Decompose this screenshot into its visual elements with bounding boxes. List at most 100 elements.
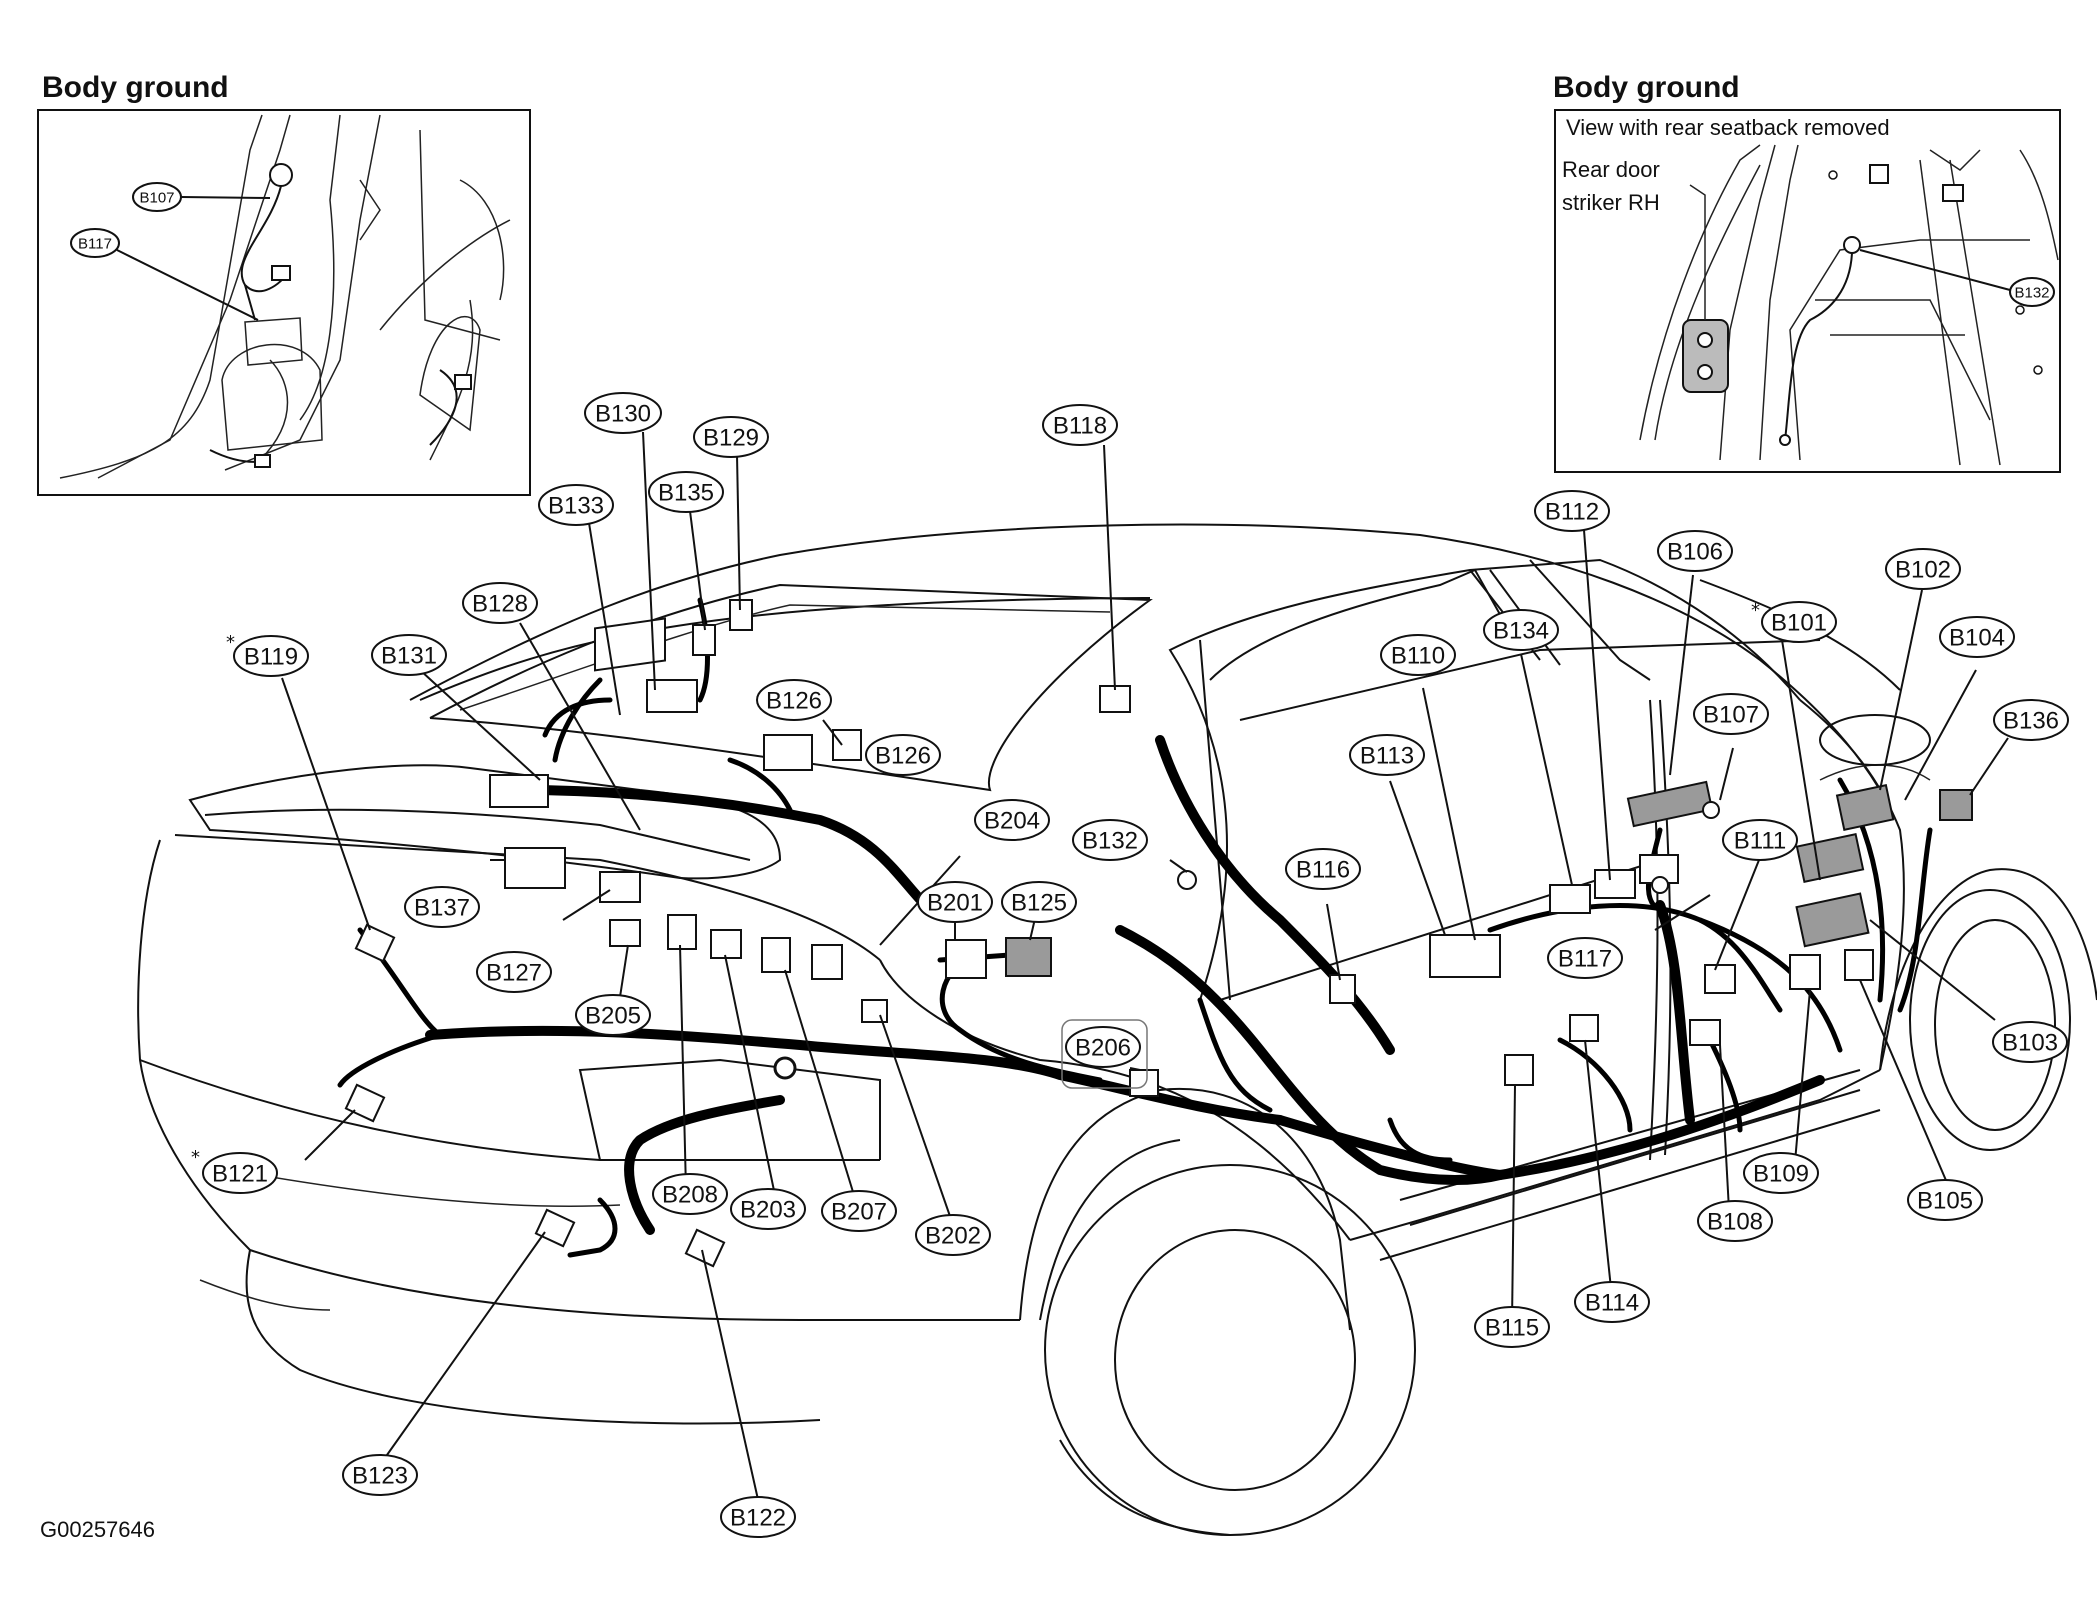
tag-b127: B127 (476, 951, 552, 993)
tag-b122: B122 (720, 1496, 796, 1538)
tag-b126: B126 (865, 734, 941, 776)
inset-right-illustration (1639, 144, 2059, 466)
wiring-harness (337, 597, 1933, 1258)
svg-text:B110: B110 (1391, 643, 1445, 670)
tag-b126-top: B126 (756, 679, 832, 721)
svg-text:B131: B131 (381, 643, 437, 670)
tag-b108: B108 (1697, 1200, 1773, 1242)
tag-b116: B116 (1285, 848, 1361, 890)
svg-text:B122: B122 (730, 1505, 786, 1532)
svg-text:B134: B134 (1493, 618, 1549, 645)
svg-text:B114: B114 (1585, 1290, 1639, 1317)
svg-text:B113: B113 (1360, 743, 1414, 770)
svg-text:B136: B136 (2003, 708, 2059, 735)
svg-text:B105: B105 (1917, 1188, 1973, 1215)
tag-b204: B204 (974, 799, 1050, 841)
tag-b121: B121 (202, 1152, 278, 1194)
svg-text:B132: B132 (1082, 828, 1138, 855)
inset-left-title: Body ground (42, 71, 229, 104)
svg-text:B111: B111 (1734, 828, 1787, 855)
tag-b134: B134 (1483, 609, 1559, 651)
tag-b118: B118 (1042, 404, 1118, 446)
tag-b203: B203 (730, 1188, 806, 1230)
svg-text:B128: B128 (472, 591, 528, 618)
inset-label-b107: B107 (139, 190, 174, 207)
tag-b114: B114 (1574, 1281, 1650, 1323)
inset-label-b132: B132 (2014, 285, 2049, 302)
tag-b208: B208 (652, 1173, 728, 1215)
svg-text:B119: B119 (244, 644, 298, 671)
tag-b206: B206 (1061, 1019, 1148, 1089)
tag-b129: B129 (693, 416, 769, 458)
tag-b105: B105 (1907, 1179, 1983, 1221)
tag-b132: B132 (1072, 819, 1148, 861)
tag-b202: B202 (915, 1214, 991, 1256)
tag-b123: B123 (342, 1454, 418, 1496)
svg-text:B107: B107 (1703, 702, 1759, 729)
svg-text:B201: B201 (927, 890, 983, 917)
svg-text:B103: B103 (2002, 1030, 2058, 1057)
svg-text:B118: B118 (1053, 413, 1107, 440)
star-b121: * (191, 1147, 200, 1168)
svg-text:B121: B121 (212, 1161, 268, 1188)
svg-text:B101: B101 (1771, 610, 1827, 637)
leader-lines (281, 431, 2009, 1505)
svg-text:B133: B133 (548, 493, 604, 520)
inset-label-b117: B117 (78, 236, 112, 253)
tag-b102: B102 (1885, 548, 1961, 590)
inset-left-tag-b117: B117 (70, 228, 259, 321)
svg-text:B135: B135 (658, 480, 714, 507)
inset-left-tag-b107: B107 (132, 182, 271, 212)
svg-text:B202: B202 (925, 1223, 981, 1250)
tag-b109: B109 (1743, 1152, 1819, 1194)
tag-b111: B111 (1722, 819, 1798, 861)
svg-text:B207: B207 (831, 1199, 887, 1226)
inset-right: Body ground View with rear seatback remo… (1553, 71, 2061, 473)
tag-b119: B119 (233, 635, 309, 677)
tag-b106: B106 (1657, 530, 1733, 572)
asterisk-marks: * * * (191, 600, 1760, 1168)
svg-text:B126: B126 (766, 688, 822, 715)
svg-text:B116: B116 (1296, 857, 1350, 884)
tag-b125: B125 (1001, 881, 1077, 923)
tag-b113: B113 (1349, 734, 1425, 776)
label-tags: B130 B129 B135 B133 B118 B128 B119 B131 … (202, 392, 2069, 1538)
svg-text:B127: B127 (486, 960, 542, 987)
svg-text:B126: B126 (875, 743, 931, 770)
tag-b112: B112 (1534, 490, 1610, 532)
svg-text:B205: B205 (585, 1003, 641, 1030)
tag-b128: B128 (462, 582, 538, 624)
tag-b207: B207 (821, 1190, 897, 1232)
tag-b131: B131 (371, 634, 447, 676)
tag-b130: B130 (584, 392, 662, 434)
svg-text:B108: B108 (1707, 1209, 1763, 1236)
tag-b104: B104 (1939, 616, 2015, 658)
tag-b103: B103 (1992, 1021, 2068, 1063)
star-b101: * (1751, 600, 1760, 621)
tag-b135: B135 (648, 471, 724, 513)
tag-b107: B107 (1693, 693, 1769, 735)
svg-text:B137: B137 (414, 895, 470, 922)
inset-right-label-line1: Rear door (1562, 157, 1660, 182)
svg-text:B112: B112 (1545, 499, 1599, 526)
svg-text:B115: B115 (1485, 1315, 1539, 1342)
inset-right-tag-b132: B132 (1859, 249, 2055, 307)
tag-b201: B201 (917, 881, 993, 923)
svg-text:B109: B109 (1753, 1161, 1809, 1188)
tag-b137: B137 (404, 886, 480, 928)
tag-b101: B101 (1761, 601, 1837, 643)
svg-text:B204: B204 (984, 808, 1040, 835)
inset-right-label-line2: striker RH (1562, 190, 1660, 215)
tag-b115: B115 (1474, 1306, 1550, 1348)
star-b119: * (226, 632, 235, 653)
svg-text:B104: B104 (1949, 625, 2005, 652)
inset-left: Body ground B (37, 71, 531, 496)
svg-text:B129: B129 (703, 425, 759, 452)
svg-text:B106: B106 (1667, 539, 1723, 566)
svg-text:B125: B125 (1011, 890, 1067, 917)
svg-text:B130: B130 (595, 401, 651, 428)
figure-id: G00257646 (40, 1517, 155, 1542)
svg-text:B203: B203 (740, 1197, 796, 1224)
tag-b136: B136 (1993, 699, 2069, 741)
